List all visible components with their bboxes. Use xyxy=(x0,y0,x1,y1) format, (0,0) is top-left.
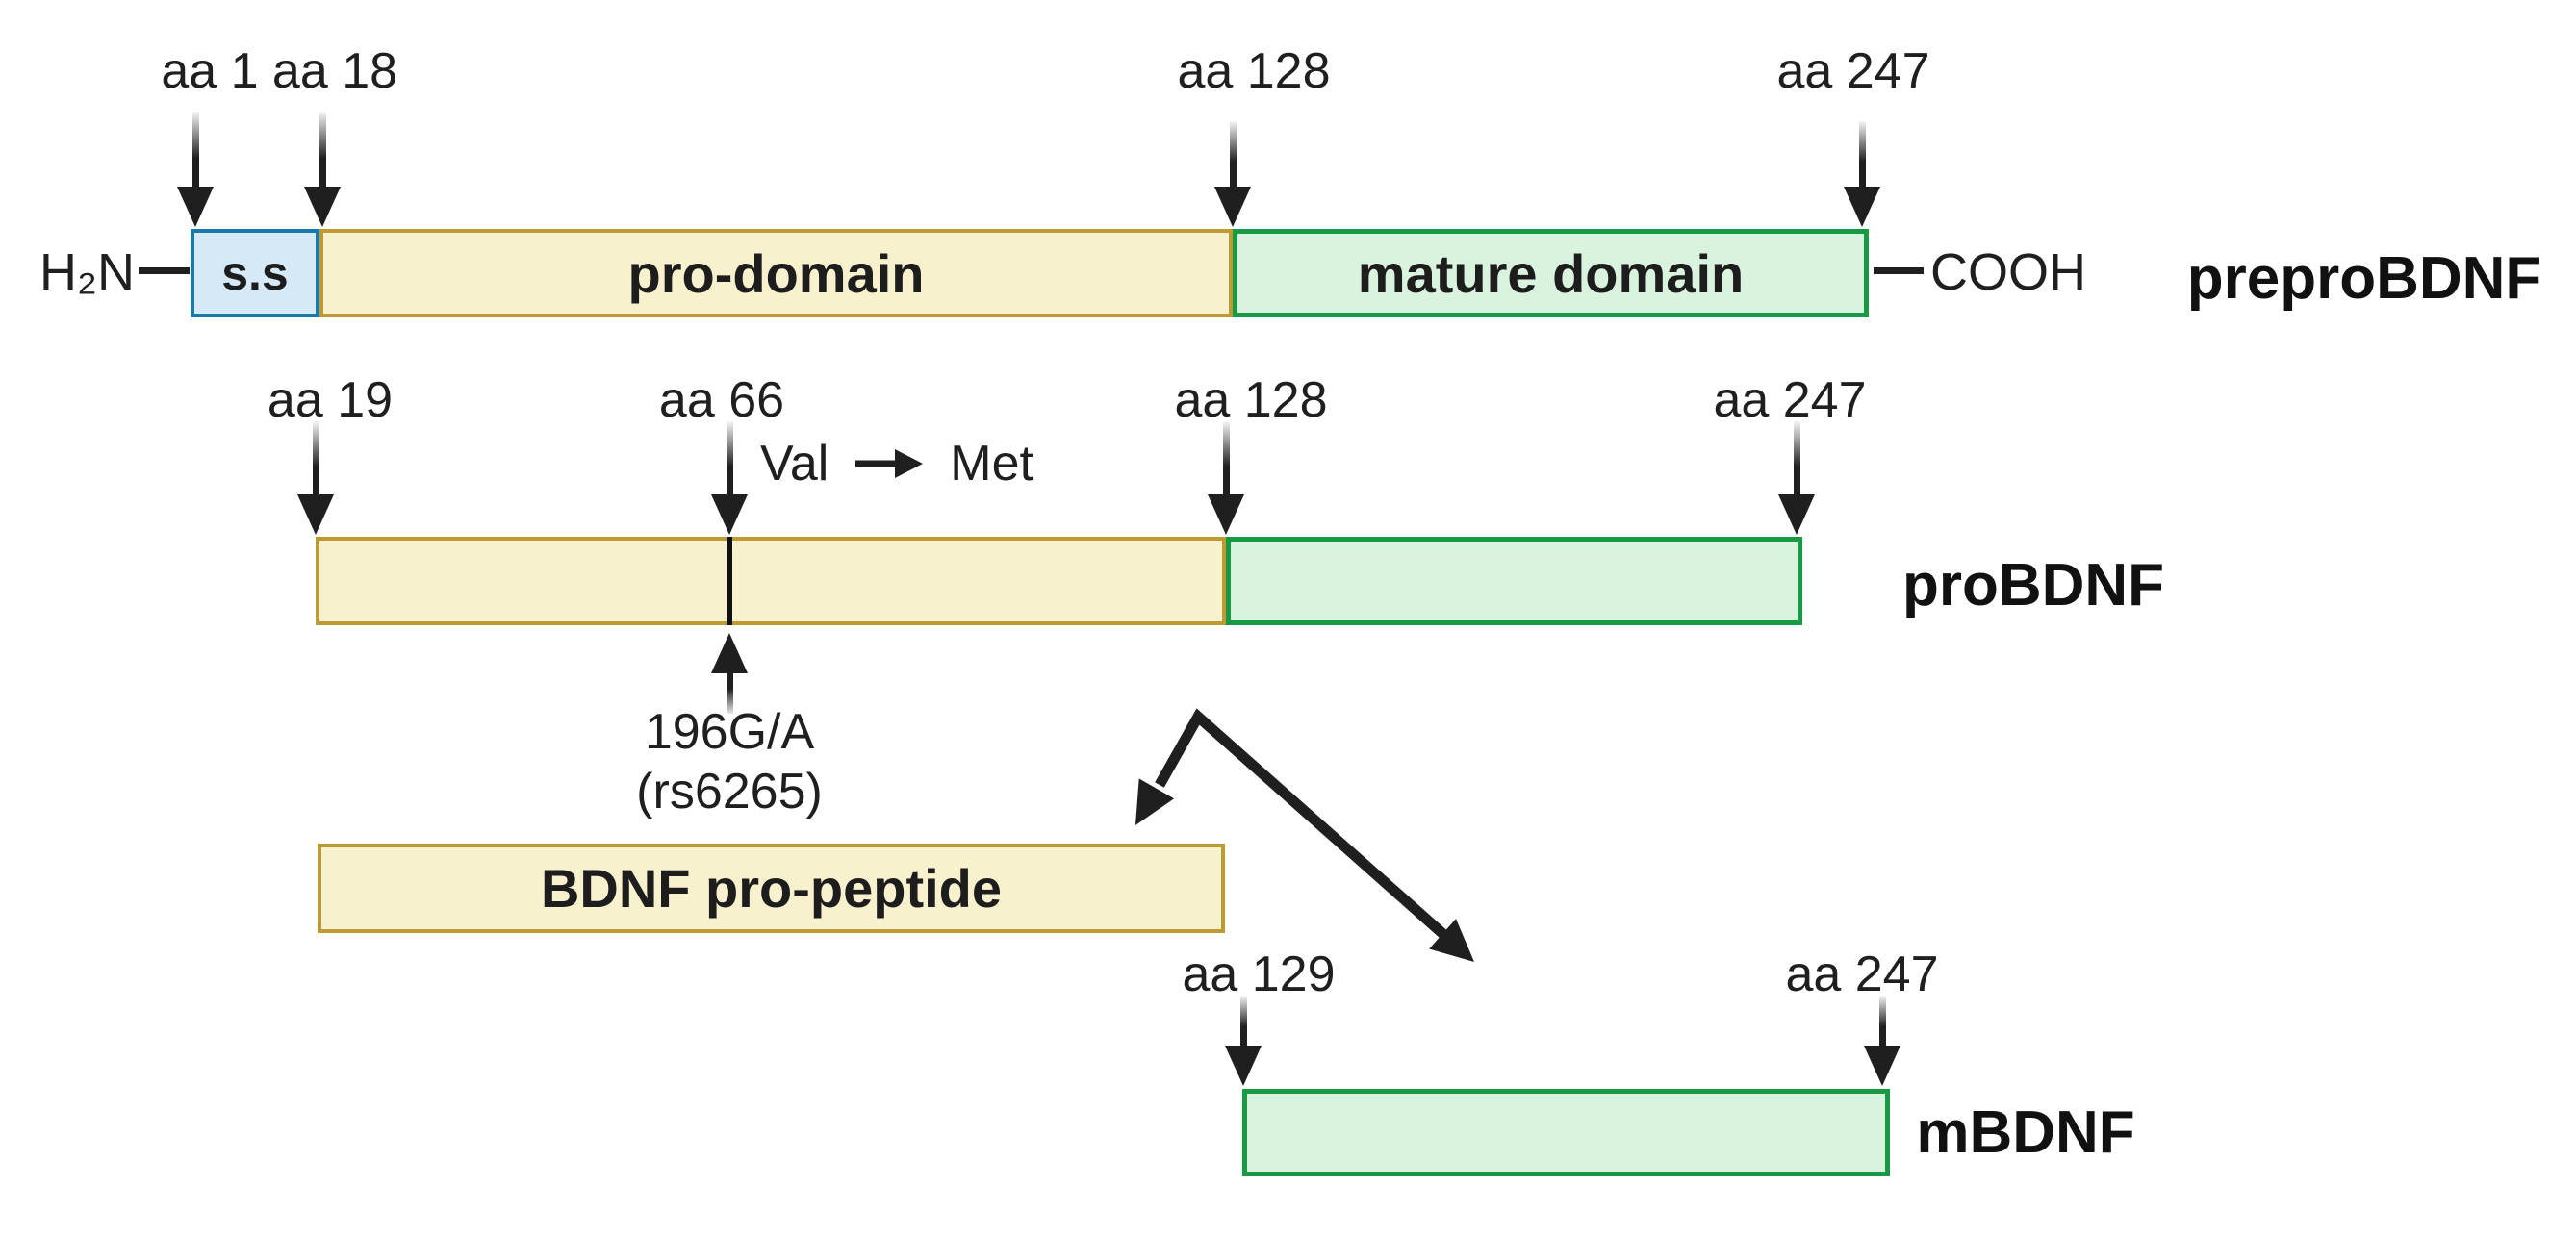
marker-label-aa247-mbdnf: aa 247 xyxy=(1785,947,1939,1002)
mutation-annotation: Val Met xyxy=(760,435,1033,492)
marker-label-aa66: aa 66 xyxy=(658,372,785,428)
snp-id-label: (rs6265) xyxy=(636,764,823,820)
down-arrow-icon xyxy=(177,112,214,227)
snp-position-label: 196G/A xyxy=(644,704,815,760)
down-arrow-icon xyxy=(711,421,748,535)
marker-label-aa1: aa 1 xyxy=(161,43,259,99)
marker-label-aa19: aa 19 xyxy=(267,372,394,428)
cleavage-split-arrow-icon xyxy=(1135,708,1474,962)
marker-label-aa18: aa 18 xyxy=(271,43,398,99)
row-title-mbdnf: mBDNF xyxy=(1916,1099,2135,1166)
down-arrow-icon xyxy=(304,112,341,227)
propeptide-label: BDNF pro-peptide xyxy=(540,858,1003,919)
down-arrow-icon xyxy=(1225,996,1262,1086)
down-arrow-icon xyxy=(297,421,334,535)
pro-domain-box: pro-domain xyxy=(319,229,1233,317)
signal-sequence-box: s.s xyxy=(191,229,319,317)
down-arrow-icon xyxy=(1214,121,1251,227)
mutation-from-label: Val xyxy=(760,436,829,492)
probdnf-mature-box xyxy=(1226,537,1802,625)
marker-label-aa129: aa 129 xyxy=(1182,947,1336,1002)
propeptide-box: BDNF pro-peptide xyxy=(318,844,1225,933)
pro-domain-label: pro-domain xyxy=(627,242,925,304)
marker-label-aa247-prepro: aa 247 xyxy=(1776,43,1930,99)
marker-label-aa128-pro: aa 128 xyxy=(1174,372,1328,428)
row-title-preprobdnf: preproBDNF xyxy=(2186,245,2542,312)
mature-domain-box: mature domain xyxy=(1233,229,1869,317)
probdnf-prodomain-box xyxy=(316,537,1226,625)
c-terminus-connector xyxy=(1874,267,1924,274)
aa66-position-tick xyxy=(727,537,732,625)
n-terminus-connector xyxy=(139,267,190,274)
row-title-probdnf: proBDNF xyxy=(1901,552,2165,618)
signal-sequence-label: s.s xyxy=(221,246,289,300)
marker-label-aa247-pro: aa 247 xyxy=(1713,372,1867,428)
mutation-to-label: Met xyxy=(950,436,1033,492)
c-terminus-label: COOH xyxy=(1930,243,2086,301)
down-arrow-icon xyxy=(1864,996,1900,1086)
down-arrow-icon xyxy=(1778,421,1815,535)
mbdnf-box xyxy=(1242,1089,1890,1176)
marker-label-aa128-prepro: aa 128 xyxy=(1177,43,1331,99)
down-arrow-icon xyxy=(1208,421,1244,535)
right-arrow-icon xyxy=(855,449,924,478)
up-arrow-icon xyxy=(711,633,748,714)
down-arrow-icon xyxy=(1844,121,1880,227)
snp-annotation: 196G/A (rs6265) xyxy=(636,702,823,821)
mature-domain-label: mature domain xyxy=(1357,242,1745,304)
n-terminus-label: H₂N xyxy=(39,243,135,301)
